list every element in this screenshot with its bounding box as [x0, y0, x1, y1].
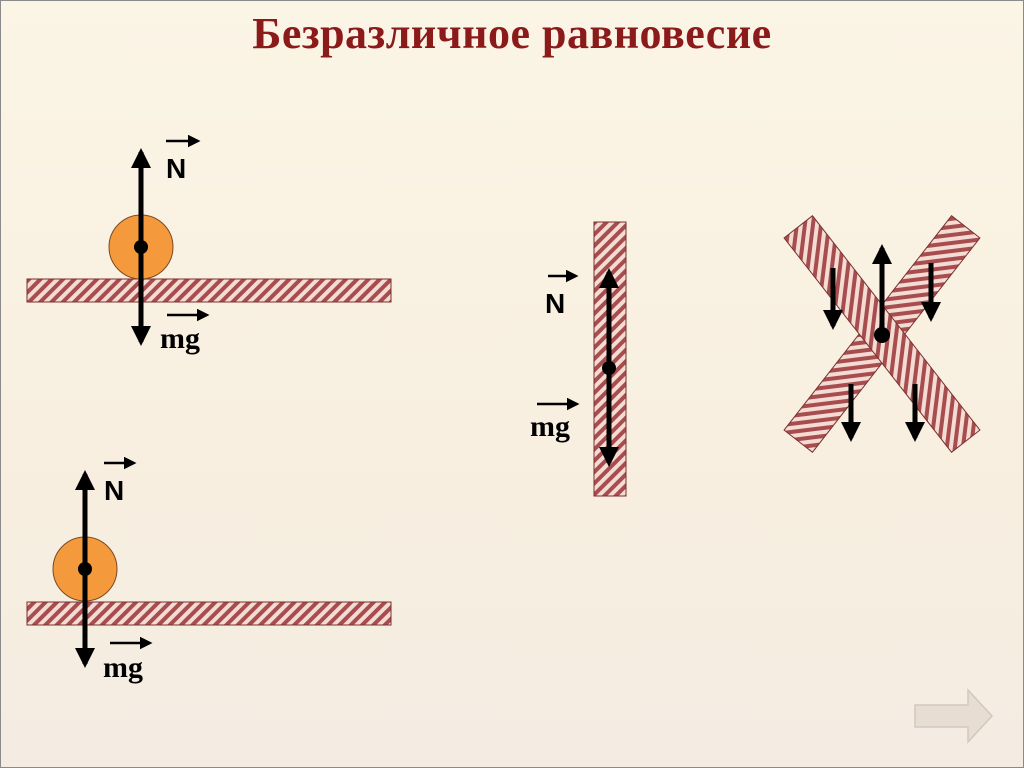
center-of-mass-4: [874, 327, 890, 343]
figure-ball-on-board-2: N mg: [26, 456, 392, 684]
figure-ball-on-board-1: N mg: [26, 134, 392, 355]
right-arrow-icon[interactable]: [914, 688, 994, 744]
label-mg-2: mg: [103, 651, 143, 684]
next-slide-button[interactable]: [914, 688, 994, 744]
label-n-3: N: [545, 288, 565, 319]
label-n-1: N: [166, 153, 186, 184]
center-of-mass-1: [134, 240, 148, 254]
label-mg-1: mg: [160, 322, 200, 355]
figure-vertical-rod: N mg: [530, 221, 627, 497]
figure-crossed-rods: [783, 215, 981, 453]
label-n-2: N: [104, 475, 124, 506]
slide-title: Безразличное равновесие: [252, 9, 772, 58]
board-horizontal-1: [26, 278, 392, 303]
board-horizontal-2: [26, 601, 392, 626]
center-of-mass-2: [78, 562, 92, 576]
label-mg-3: mg: [530, 410, 570, 443]
center-of-mass-3: [602, 361, 616, 375]
